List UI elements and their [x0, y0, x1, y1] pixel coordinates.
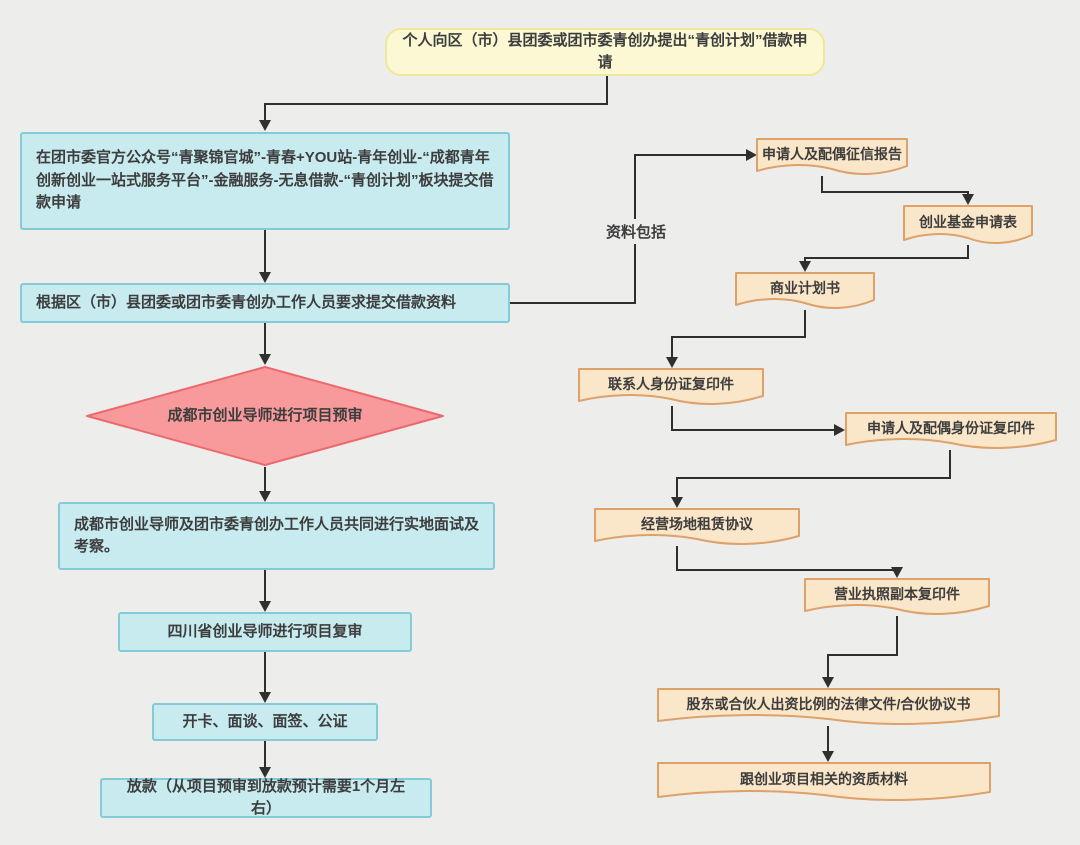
branch-label-materials-include: 资料包括 [602, 219, 671, 244]
document-shape [756, 138, 908, 176]
document-label: 营业执照副本复印件 [834, 585, 960, 602]
step-site-interview-inspection: 成都市创业导师及团市委青创办工作人员共同进行实地面试及考察。 [58, 502, 495, 570]
step-card-interview-sign-notarize: 开卡、面谈、面签、公证 [152, 703, 378, 741]
doc-applicant-spouse-id-copy: 申请人及配偶身份证复印件 [845, 412, 1057, 450]
decision-label: 成都市创业导师进行项目预审 [167, 406, 363, 424]
document-shape [657, 762, 991, 801]
document-label: 申请人及配偶身份证复印件 [867, 419, 1035, 436]
doc-business-license-copy: 营业执照副本复印件 [804, 578, 990, 616]
doc-shareholder-legal-documents: 股东或合伙人出资比例的法律文件/合伙协议书 [657, 688, 1000, 726]
doc-premises-lease-agreement: 经营场地租赁协议 [594, 508, 800, 546]
doc-credit-report: 申请人及配偶征信报告 [756, 138, 908, 176]
document-shape [845, 412, 1057, 449]
doc-project-qualification-materials: 跟创业项目相关的资质材料 [657, 762, 991, 802]
document-label: 申请人及配偶征信报告 [762, 145, 902, 162]
document-shape [804, 578, 990, 615]
diamond-shape [86, 366, 444, 466]
step-submit-loan-materials: 根据区（市）县团委或团市委青创办工作人员要求提交借款资料 [20, 283, 510, 323]
document-label: 跟创业项目相关的资质材料 [740, 770, 908, 787]
document-shape [903, 205, 1033, 245]
step-provincial-review: 四川省创业导师进行项目复审 [118, 612, 412, 652]
document-shape [657, 688, 1000, 726]
document-label: 创业基金申请表 [919, 213, 1017, 230]
decision-preliminary-review: 成都市创业导师进行项目预审 [85, 365, 445, 467]
document-label: 商业计划书 [770, 279, 840, 296]
document-shape [578, 368, 764, 405]
document-label: 经营场地租赁协议 [641, 515, 753, 532]
step-loan-disbursement: 放款（从项目预审到放款预计需要1个月左右） [100, 778, 432, 818]
document-label: 股东或合伙人出资比例的法律文件/合伙协议书 [686, 695, 971, 712]
doc-contact-id-copy: 联系人身份证复印件 [578, 368, 764, 406]
doc-fund-application-form: 创业基金申请表 [903, 205, 1033, 245]
step-official-account-submit: 在团市委官方公众号“青聚锦官城”-青春+YOU站-青年创业-“成都青年创新创业一… [20, 132, 510, 230]
doc-business-plan: 商业计划书 [735, 272, 875, 310]
start-node: 个人向区（市）县团委或团市委青创办提出“青创计划”借款申请 [385, 28, 825, 76]
document-label: 联系人身份证复印件 [608, 375, 734, 392]
document-shape [735, 272, 875, 310]
document-shape [594, 508, 800, 545]
